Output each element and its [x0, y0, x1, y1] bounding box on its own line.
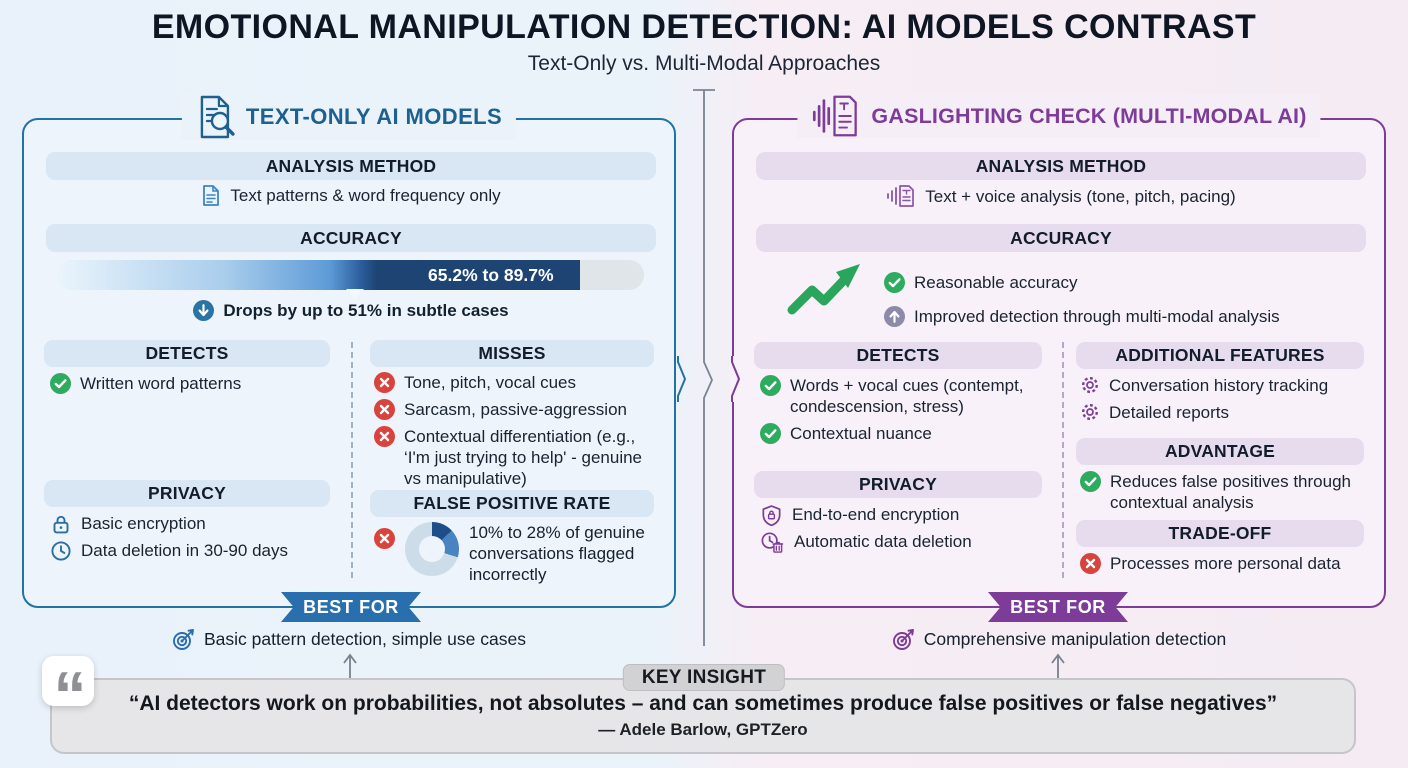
feature-item: Detailed reports [1080, 402, 1370, 423]
misses-item: Contextual differentiation (e.g., ‘I'm j… [374, 426, 662, 489]
accuracy-header: ACCURACY [46, 224, 656, 252]
analysis-method-row: Text + voice analysis (tone, pitch, paci… [734, 184, 1388, 208]
target-icon [892, 629, 914, 650]
analysis-method-row: Text patterns & word frequency only [24, 184, 678, 207]
detects-item: Written word patterns [50, 373, 328, 394]
accuracy-header: ACCURACY [756, 224, 1366, 252]
accuracy-item: Improved detection through multi-modal a… [884, 306, 1364, 327]
key-insight-quote: “AI detectors work on probabilities, not… [128, 692, 1278, 715]
false-positive-rate-row: 10% to 28% of genuine conversations flag… [374, 522, 658, 585]
analysis-method-text: Text + voice analysis (tone, pitch, paci… [925, 186, 1236, 206]
key-insight-label: KEY INSIGHT [622, 664, 786, 691]
accuracy-note: Drops by up to 51% in subtle cases [223, 301, 509, 320]
x-circle-icon [374, 399, 395, 420]
check-circle-icon [884, 272, 905, 293]
detects-header: DETECTS [754, 342, 1042, 369]
x-circle-icon [374, 372, 395, 393]
waveform-document-icon [812, 95, 857, 137]
privacy-header: PRIVACY [44, 480, 330, 507]
column-divider [351, 342, 353, 578]
check-circle-icon [1080, 471, 1101, 492]
key-insight-box: “AI detectors work on probabilities, not… [50, 678, 1356, 754]
page-subtitle: Text-Only vs. Multi-Modal Approaches [527, 52, 881, 75]
gear-icon [1081, 403, 1099, 421]
check-circle-icon [760, 375, 781, 396]
panel-title: GASLIGHTING CHECK (MULTI-MODAL AI) [871, 103, 1307, 128]
page-title: EMOTIONAL MANIPULATION DETECTION: AI MOD… [151, 8, 1257, 46]
privacy-header: PRIVACY [754, 471, 1042, 498]
additional-features-header: ADDITIONAL FEATURES [1076, 342, 1364, 369]
misses-header: MISSES [370, 340, 654, 367]
key-insight-attribution: — Adele Barlow, GPTZero [598, 720, 808, 739]
accuracy-bar: 65.2% to 89.7% [58, 260, 644, 290]
column-divider [1062, 342, 1064, 578]
panel-gaslighting-header: GASLIGHTING CHECK (MULTI-MODAL AI) [797, 94, 1321, 138]
clock-icon [51, 541, 71, 561]
accuracy-range-label: 65.2% to 89.7% [428, 264, 554, 285]
detects-item: Contextual nuance [760, 423, 1050, 444]
misses-item: Sarcasm, passive-aggression [374, 399, 658, 420]
privacy-item: Data deletion in 30-90 days [50, 540, 328, 562]
x-circle-icon [1080, 553, 1101, 574]
quote-mark-icon: “ [42, 656, 94, 706]
best-for-ribbon-right: BEST FOR [988, 592, 1128, 622]
document-magnifier-icon [200, 95, 235, 139]
false-positive-rate-header: FALSE POSITIVE RATE [370, 490, 654, 517]
privacy-item: Basic encryption [50, 513, 328, 535]
accuracy-item: Reasonable accuracy [884, 272, 1364, 293]
x-circle-icon [374, 426, 395, 447]
flow-chevron-left [676, 356, 686, 402]
gear-icon [1081, 376, 1099, 394]
accuracy-bar-fill: 65.2% to 89.7% [58, 260, 580, 290]
arrow-up-circle-icon [884, 306, 905, 327]
waveform-document-icon [887, 185, 915, 207]
panel-text-only-header: TEXT-ONLY AI MODELS [181, 94, 517, 140]
panel-title: TEXT-ONLY AI MODELS [245, 104, 503, 129]
best-for-text: Comprehensive manipulation detection [923, 629, 1227, 649]
advantage-item: Reduces false positives through contextu… [1080, 471, 1372, 513]
x-circle-icon [374, 528, 395, 549]
panel-text-only-models: TEXT-ONLY AI MODELS ANALYSIS METHOD Text… [22, 94, 678, 608]
best-for-text: Basic pattern detection, simple use case… [204, 629, 526, 649]
advantage-header: ADVANTAGE [1076, 438, 1364, 465]
privacy-item: Automatic data deletion [760, 531, 1050, 554]
trend-up-arrow-icon [787, 264, 860, 315]
false-positive-rate-text: 10% to 28% of genuine conversations flag… [469, 523, 645, 584]
best-for-caption-left: Basic pattern detection, simple use case… [22, 628, 676, 651]
accuracy-bar-pointer [346, 289, 364, 299]
center-divider-line [693, 89, 715, 646]
trade-off-item: Processes more personal data [1080, 553, 1372, 574]
panel-gaslighting-check: GASLIGHTING CHECK (MULTI-MODAL AI) ANALY… [732, 94, 1388, 608]
accuracy-note-row: Drops by up to 51% in subtle cases [24, 300, 678, 321]
detects-header: DETECTS [44, 340, 330, 367]
trade-off-header: TRADE-OFF [1076, 520, 1364, 547]
feature-item: Conversation history tracking [1080, 375, 1370, 396]
analysis-method-header: ANALYSIS METHOD [46, 152, 656, 180]
detects-item: Words + vocal cues (contempt, condescens… [760, 375, 1050, 417]
misses-item: Tone, pitch, vocal cues [374, 372, 658, 393]
best-for-caption-right: Comprehensive manipulation detection [732, 628, 1386, 651]
flow-chevron-right [730, 356, 740, 402]
check-circle-icon [50, 373, 71, 394]
privacy-item: End-to-end encryption [760, 504, 1050, 527]
clock-delete-icon [761, 532, 784, 553]
best-for-ribbon-left: BEST FOR [281, 592, 421, 622]
shield-lock-icon [762, 505, 781, 527]
analysis-method-text: Text patterns & word frequency only [230, 186, 501, 205]
lock-icon [53, 515, 69, 534]
analysis-method-header: ANALYSIS METHOD [756, 152, 1366, 180]
target-icon [173, 629, 194, 650]
arrow-down-circle-icon [193, 300, 215, 321]
false-positive-donut-chart [405, 522, 459, 576]
check-circle-icon [760, 423, 781, 444]
document-icon [203, 185, 220, 206]
